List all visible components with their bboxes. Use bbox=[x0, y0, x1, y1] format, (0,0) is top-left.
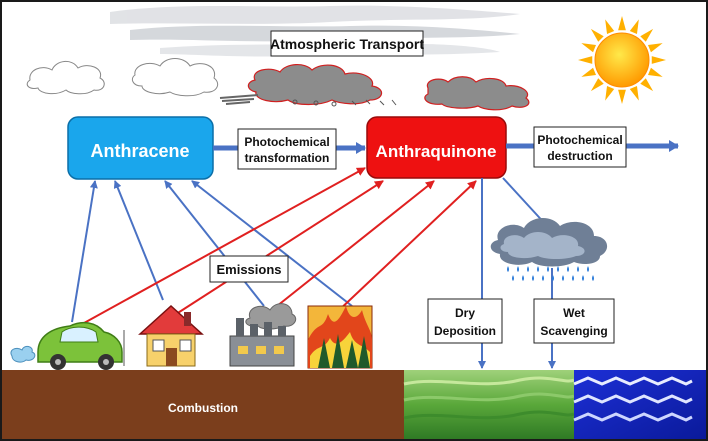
raindrop bbox=[577, 266, 579, 272]
sun-icon bbox=[578, 16, 666, 104]
photochemical-transformation-label: Photochemical transformation bbox=[237, 128, 337, 170]
raindrop bbox=[552, 275, 554, 281]
svg-text:Deposition: Deposition bbox=[434, 324, 496, 338]
raindrop bbox=[542, 275, 544, 281]
sun-ray bbox=[629, 85, 639, 101]
raindrop bbox=[537, 266, 539, 272]
svg-text:transformation: transformation bbox=[245, 151, 330, 165]
svg-text:Scavenging: Scavenging bbox=[540, 324, 607, 338]
rain-cloud-icon bbox=[490, 217, 608, 281]
water-surface bbox=[573, 370, 706, 439]
raindrop bbox=[507, 266, 509, 272]
raindrop bbox=[567, 266, 569, 272]
photochemical-destruction-label: Photochemical destruction bbox=[533, 126, 627, 168]
svg-text:destruction: destruction bbox=[547, 149, 612, 163]
sun-ray bbox=[629, 19, 639, 35]
anthraquinone-node: Anthraquinone bbox=[366, 116, 507, 179]
svg-text:Dry: Dry bbox=[455, 306, 475, 320]
vegetation-field bbox=[403, 370, 575, 439]
raindrop bbox=[592, 275, 594, 281]
svg-text:Anthraquinone: Anthraquinone bbox=[376, 142, 497, 161]
sun-ray bbox=[581, 43, 597, 53]
svg-text:Anthracene: Anthracene bbox=[90, 141, 189, 161]
atmospheric-transport-label: Atmospheric Transport bbox=[270, 30, 424, 57]
emission-arrows-anthracene bbox=[71, 180, 353, 323]
svg-text:Emissions: Emissions bbox=[216, 262, 281, 277]
sun-ray bbox=[647, 43, 663, 53]
soil-ground bbox=[2, 370, 404, 439]
car-icon bbox=[10, 321, 125, 370]
anthracene-node: Anthracene bbox=[67, 116, 214, 180]
svg-text:Photochemical: Photochemical bbox=[537, 133, 622, 147]
svg-text:Wet: Wet bbox=[563, 306, 585, 320]
raindrop bbox=[587, 266, 589, 272]
sun-ray bbox=[578, 56, 593, 64]
sun-ray bbox=[651, 56, 666, 64]
particles-icon bbox=[219, 94, 397, 107]
sun-ray bbox=[581, 67, 597, 77]
factory-icon bbox=[229, 303, 297, 367]
raindrop bbox=[532, 275, 534, 281]
svg-text:Photochemical: Photochemical bbox=[244, 135, 329, 149]
raindrop bbox=[517, 266, 519, 272]
emission-arrows-anthraquinone bbox=[74, 167, 477, 329]
wet-scavenging-label: Wet Scavenging bbox=[533, 298, 615, 344]
sun-ray bbox=[640, 78, 654, 92]
raindrop bbox=[547, 266, 549, 272]
dry-deposition-label: Dry Deposition bbox=[427, 298, 503, 344]
sun-ray bbox=[618, 16, 626, 31]
forest-fire-icon bbox=[307, 305, 373, 369]
raindrop bbox=[562, 275, 564, 281]
sun-ray bbox=[605, 19, 615, 35]
raindrop bbox=[512, 275, 514, 281]
raindrop bbox=[522, 275, 524, 281]
sun-ray bbox=[647, 67, 663, 77]
combustion-label: Combustion bbox=[168, 401, 238, 415]
house-icon bbox=[138, 304, 204, 367]
smog-cloud-icon bbox=[247, 64, 530, 111]
svg-text:Atmospheric Transport: Atmospheric Transport bbox=[270, 36, 424, 52]
sun-ray bbox=[590, 28, 604, 42]
raindrop bbox=[557, 266, 559, 272]
raindrop bbox=[572, 275, 574, 281]
emissions-label: Emissions bbox=[209, 255, 289, 283]
sun-ray bbox=[618, 89, 626, 104]
cloud-icon bbox=[26, 58, 219, 97]
raindrop bbox=[582, 275, 584, 281]
raindrop bbox=[527, 266, 529, 272]
sun-ray bbox=[590, 78, 604, 92]
sun-ray bbox=[605, 85, 615, 101]
sun-ray bbox=[640, 28, 654, 42]
